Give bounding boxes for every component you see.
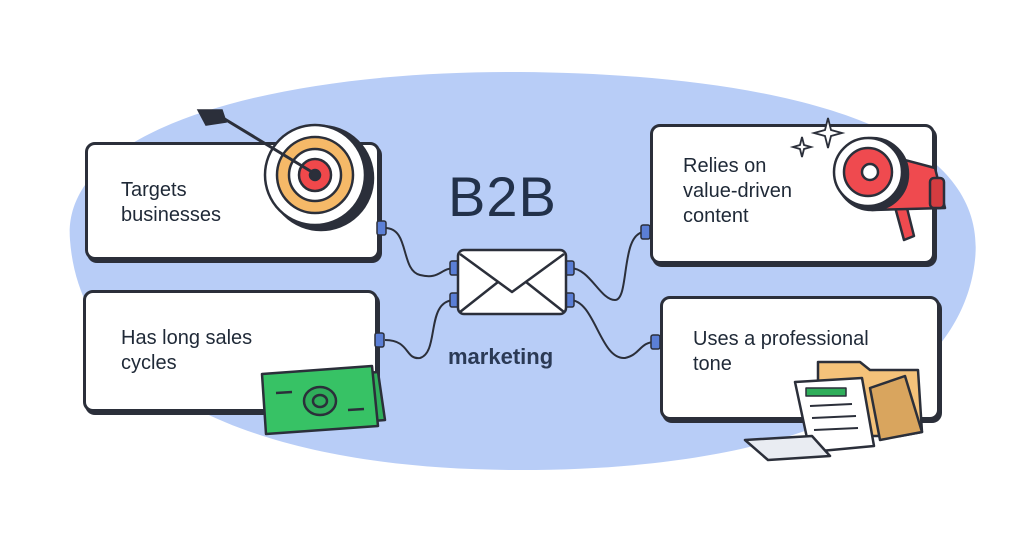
card-text-long-sales-cycles: Has long sales cycles <box>121 327 253 374</box>
money-icon <box>260 364 387 436</box>
card-text-value-driven-content: Relies on value-driven content <box>683 155 792 227</box>
document-icon <box>743 376 876 462</box>
target-icon <box>263 123 375 232</box>
card-text-professional-tone: Uses a professional tone <box>693 328 869 375</box>
diagram-title: B2B <box>448 165 557 228</box>
card-text-targets-businesses: Targets businesses <box>121 179 222 226</box>
megaphone-icon <box>832 136 947 242</box>
sparkle-icon <box>789 117 846 158</box>
envelope-icon <box>456 248 568 316</box>
arrow-icon <box>196 109 313 174</box>
diagram-subtitle: marketing <box>448 344 554 369</box>
